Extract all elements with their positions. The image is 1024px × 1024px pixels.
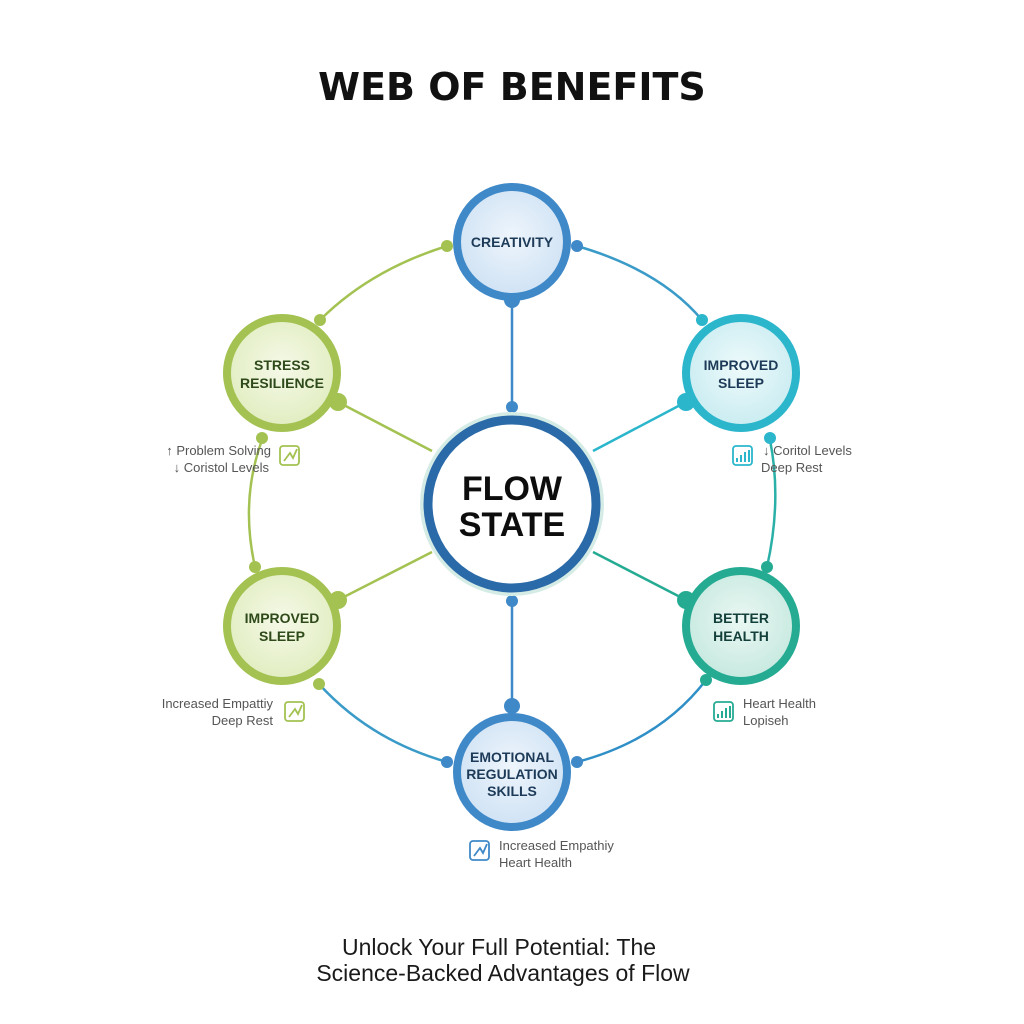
note-health-line2: Lopiseh [743,713,789,728]
node-sleep-left-label-line2: SLEEP [259,628,305,644]
node-health-label-line2: HEALTH [713,628,769,644]
node-emotional-regulation: EMOTIONAL REGULATION SKILLS [453,713,571,831]
note-sleep-left-line2: Deep Rest [212,713,274,728]
center-label-line1: FLOW [462,470,563,508]
note-stress-line1: ↑ Problem Solving [166,443,271,458]
node-sleep-left-label-line1: IMPROVED [245,610,320,626]
note-emotional-line1: Increased Empathiy [499,838,614,853]
node-stress-resilience: STRESS RESILIENCE [223,314,341,432]
note-stress-resilience: ↑ Problem Solving ↓ Coristol Levels [166,443,300,475]
node-creativity: CREATIVITY [453,183,571,301]
note-improved-sleep-right: ↓ Coritol Levels Deep Rest [732,443,852,475]
tagline-line1: Unlock Your Full Potential: The [342,934,656,960]
bar-chart-icon [732,445,753,466]
note-stress-line2: ↓ Coristol Levels [174,460,270,475]
growth-icon [469,840,490,861]
connector-dots [249,240,776,768]
spoke-sleep-right [592,400,687,453]
note-emotional-line2: Heart Health [499,855,572,870]
note-sleep-left-line1: Increased Empattiy [162,696,274,711]
node-health-label-line1: BETTER [713,610,769,626]
note-sleep-right-line1: ↓ Coritol Levels [763,443,852,458]
center-node-flow-state: FLOW STATE [420,412,604,596]
outer-connectors [247,244,777,764]
growth-icon [284,701,305,722]
node-stress-label-line2: RESILIENCE [240,375,324,391]
growth-icon [279,445,300,466]
node-better-health: BETTER HEALTH [682,567,800,685]
node-sleep-right-label-line2: SLEEP [718,375,764,391]
node-improved-sleep-left: IMPROVED SLEEP [223,567,341,685]
connector-sleep-left-emotional [318,683,448,764]
spoke-stress [337,400,433,453]
node-emotional-label-line1: EMOTIONAL [470,749,554,765]
connector-health-emotional [576,679,707,764]
center-label-line2: STATE [459,506,565,544]
node-sleep-right-label-line1: IMPROVED [704,357,779,373]
node-improved-sleep-right: IMPROVED SLEEP [682,314,800,432]
tagline-line2: Science-Backed Advantages of Flow [316,960,690,986]
node-creativity-label: CREATIVITY [471,234,554,250]
connector-creativity-stress [319,244,448,321]
connector-stress-sleep-left [247,439,264,568]
diagram-title: WEB OF BENEFITS [318,65,706,109]
node-stress-label-line1: STRESS [254,357,310,373]
node-emotional-label-line2: REGULATION [466,766,558,782]
bar-chart-icon [713,701,734,722]
note-better-health: Heart Health Lopiseh [713,696,816,728]
node-emotional-label-line3: SKILLS [487,783,537,799]
spoke-sleep-left [337,550,433,602]
note-improved-sleep-left: Increased Empattiy Deep Rest [162,696,305,728]
note-emotional-regulation: Increased Empathiy Heart Health [469,838,614,870]
connector-sleep-right-health [765,439,777,568]
spoke-health [592,550,687,602]
connector-creativity-sleep-right [576,244,703,321]
note-health-line1: Heart Health [743,696,816,711]
note-sleep-right-line2: Deep Rest [761,460,823,475]
spokes [337,298,687,706]
